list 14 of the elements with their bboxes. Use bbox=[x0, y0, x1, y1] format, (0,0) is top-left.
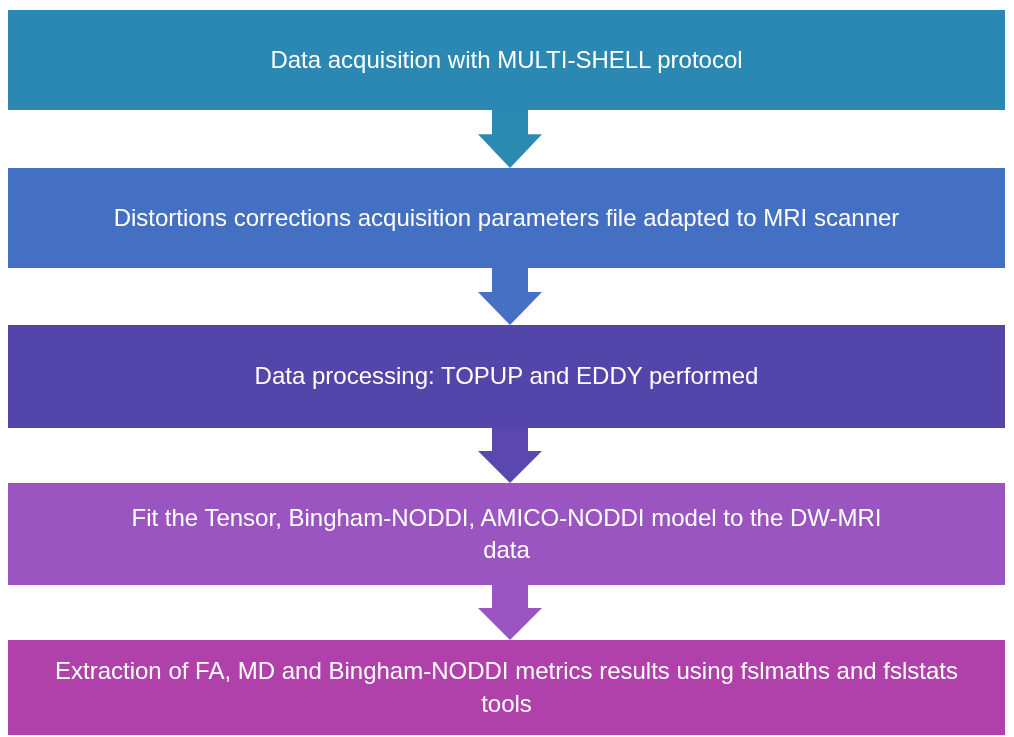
block-arrow bbox=[478, 110, 542, 168]
process-box bbox=[8, 483, 1005, 585]
process-box bbox=[8, 10, 1005, 110]
block-arrow bbox=[478, 268, 542, 325]
process-box bbox=[8, 325, 1005, 428]
block-arrow bbox=[478, 428, 542, 483]
step-text: Distortions corrections acquisition parameters file adapted to MRI scanner bbox=[113, 202, 900, 233]
step-text: Extraction of FA, MD and Bingham-NODDI metrics results using fslmaths and fslstats tools bbox=[54, 656, 959, 719]
step-text: Fit the Tensor, Bingham-NODDI, AMICO-NODDI model to the DW-MRI data bbox=[130, 502, 883, 565]
process-box bbox=[8, 168, 1005, 268]
block-arrow bbox=[478, 585, 542, 640]
step-text: Data acquisition with MULTI-SHELL protocol bbox=[270, 44, 743, 75]
step-text: Data processing: TOPUP and EDDY performed bbox=[254, 361, 759, 392]
process-box bbox=[8, 640, 1005, 735]
